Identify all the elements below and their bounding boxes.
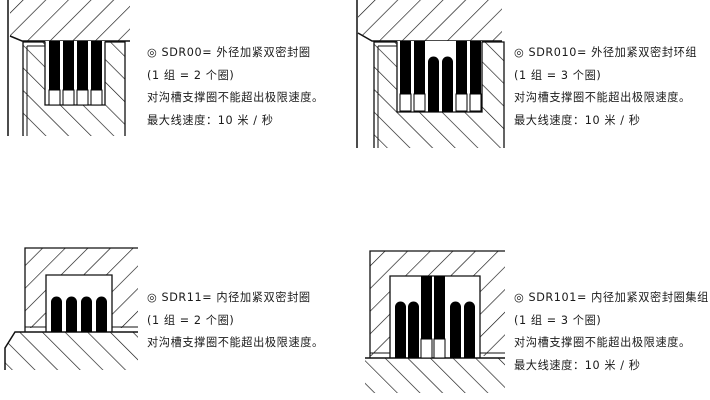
caption-max-speed: 最大线速度：10 米 / 秒: [147, 113, 274, 127]
diagram-sdr11: [0, 245, 145, 370]
caption-title: ◎ SDR010= 外径加紧双密封环组: [514, 46, 698, 59]
caption-set-count: (1 组 = 2 个圈): [147, 313, 235, 327]
diagram-sdr101: [365, 248, 510, 393]
caption-note: 对沟槽支撑圈不能超出极限速度。: [147, 91, 324, 104]
caption-note: 对沟槽支撑圈不能超出极限速度。: [514, 336, 691, 349]
caption-set-count: (1 组 = 2 个圈): [147, 68, 235, 82]
caption-max-speed: 最大线速度：10 米 / 秒: [514, 358, 641, 372]
caption-set-count: (1 组 = 3 个圈): [514, 313, 602, 327]
caption-title: ◎ SDR11= 内径加紧双密封圈: [147, 291, 311, 304]
caption-sdr11: ◎ SDR11= 内径加紧双密封圈 (1 组 = 2 个圈) 对沟槽支撑圈不能超…: [147, 287, 324, 355]
caption-sdr010: ◎ SDR010= 外径加紧双密封环组 (1 组 = 3 个圈) 对沟槽支撑圈不…: [514, 42, 697, 132]
caption-sdr00: ◎ SDR00= 外径加紧双密封圈 (1 组 = 2 个圈) 对沟槽支撑圈不能超…: [147, 42, 324, 132]
caption-title: ◎ SDR00= 外径加紧双密封圈: [147, 46, 311, 59]
caption-title: ◎ SDR101= 内径加紧双密封圈集组: [514, 291, 709, 304]
caption-max-speed: 最大线速度：10 米 / 秒: [514, 113, 641, 127]
caption-note: 对沟槽支撑圈不能超出极限速度。: [514, 91, 691, 104]
caption-note: 对沟槽支撑圈不能超出极限速度。: [147, 336, 324, 349]
caption-sdr101: ◎ SDR101= 内径加紧双密封圈集组 (1 组 = 3 个圈) 对沟槽支撑圈…: [514, 287, 709, 377]
diagram-sdr00: [0, 0, 140, 140]
caption-set-count: (1 组 = 3 个圈): [514, 68, 602, 82]
diagram-sdr010: [352, 0, 507, 150]
